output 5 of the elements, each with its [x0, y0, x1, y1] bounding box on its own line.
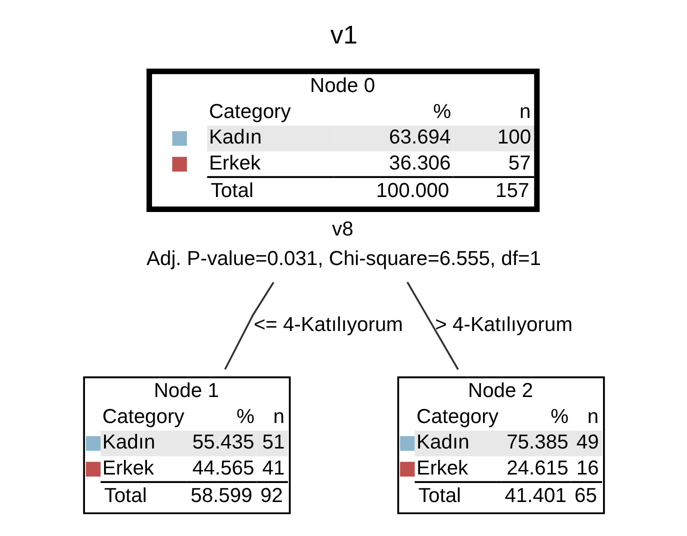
node-label: Adj. P-value=0.031, Chi-square=6.555, df=1 [146, 248, 540, 270]
edge-label: > 4-Katılıyorum [434, 314, 572, 336]
node-label: v8 [332, 218, 353, 240]
edge-label: <= 4-Katılıyorum [253, 314, 402, 336]
diagram-title: v1 [330, 21, 358, 50]
